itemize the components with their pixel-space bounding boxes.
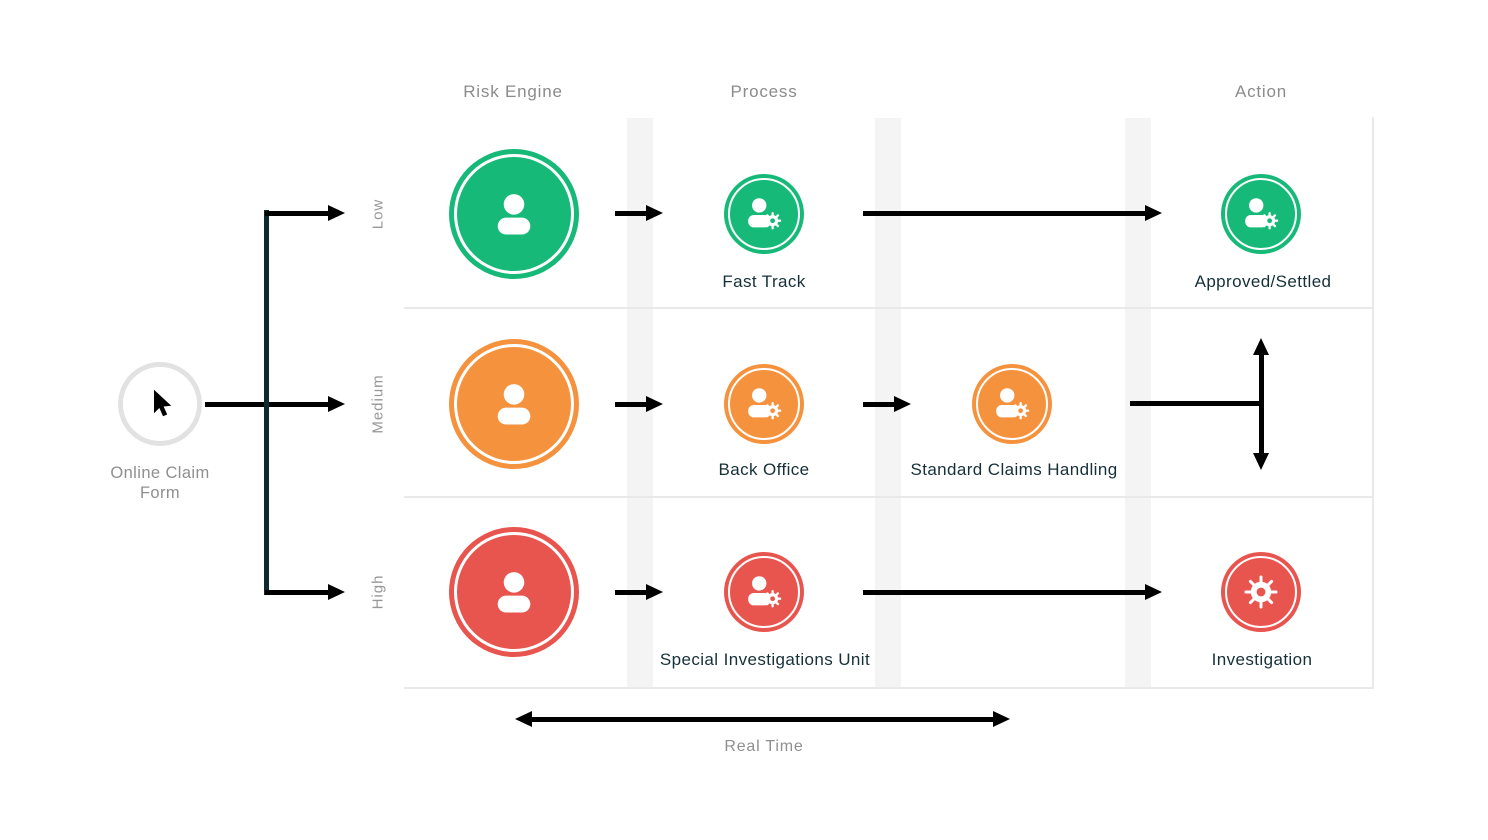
person-icon [497,384,531,425]
fast-track-label: Fast Track [722,272,806,291]
arrow-source-to-medium [205,396,345,412]
back-office-label: Back Office [718,460,810,479]
line-standard-to-split [1130,401,1261,406]
person-gear-icon [748,576,782,608]
special-investigations-label: Special Investigations Unit [659,650,871,669]
real-time-label: Real Time [724,738,804,755]
special-investigations-node [724,552,804,632]
column-header-action: Action [1234,82,1288,101]
row-separator-bottom [404,687,1373,689]
person-gear-icon [996,388,1030,420]
person-gear-icon [748,198,782,230]
gear-icon [1244,575,1278,609]
online-claim-form-node [118,362,202,446]
person-gear-icon [748,388,782,420]
arrow-back-office-to-standard [863,396,911,412]
right-border-line [1372,117,1374,689]
column-header-risk-engine: Risk Engine [463,82,563,101]
arrow-low-risk-to-process [615,205,663,221]
approved-settled-node [1221,174,1301,254]
arrow-fast-track-to-approved [863,205,1162,221]
branch-vertical-line [264,210,269,595]
split-vertical-arrow [1253,338,1269,470]
back-office-node [724,364,804,444]
standard-claims-node [972,364,1052,444]
online-claim-form-label: Online Claim Form [110,464,210,503]
arrow-high-risk-to-process [615,584,663,600]
arrow-siu-to-investigation [863,584,1162,600]
approved-settled-label: Approved/Settled [1194,272,1332,291]
risk-level-label-low: Low [369,198,387,230]
real-time-span-arrow [515,711,1010,727]
standard-claims-label: Standard Claims Handling [910,460,1118,479]
risk-engine-node-low [449,149,579,279]
person-icon [497,572,531,613]
arrow-branch-to-low [265,205,345,221]
risk-level-label-medium: Medium [369,374,387,434]
row-separator-medium-high [404,496,1373,498]
person-icon [497,194,531,235]
row-separator-low-medium [404,307,1373,309]
arrow-branch-to-high [265,584,345,600]
arrow-medium-risk-to-process [615,396,663,412]
column-header-process: Process [730,82,798,101]
investigation-node [1221,552,1301,632]
cursor-icon [154,389,172,417]
risk-engine-node-medium [449,339,579,469]
risk-engine-node-high [449,527,579,657]
risk-level-label-high: High [369,574,387,610]
investigation-label: Investigation [1211,650,1313,669]
fast-track-node [724,174,804,254]
person-gear-icon [1245,198,1279,230]
